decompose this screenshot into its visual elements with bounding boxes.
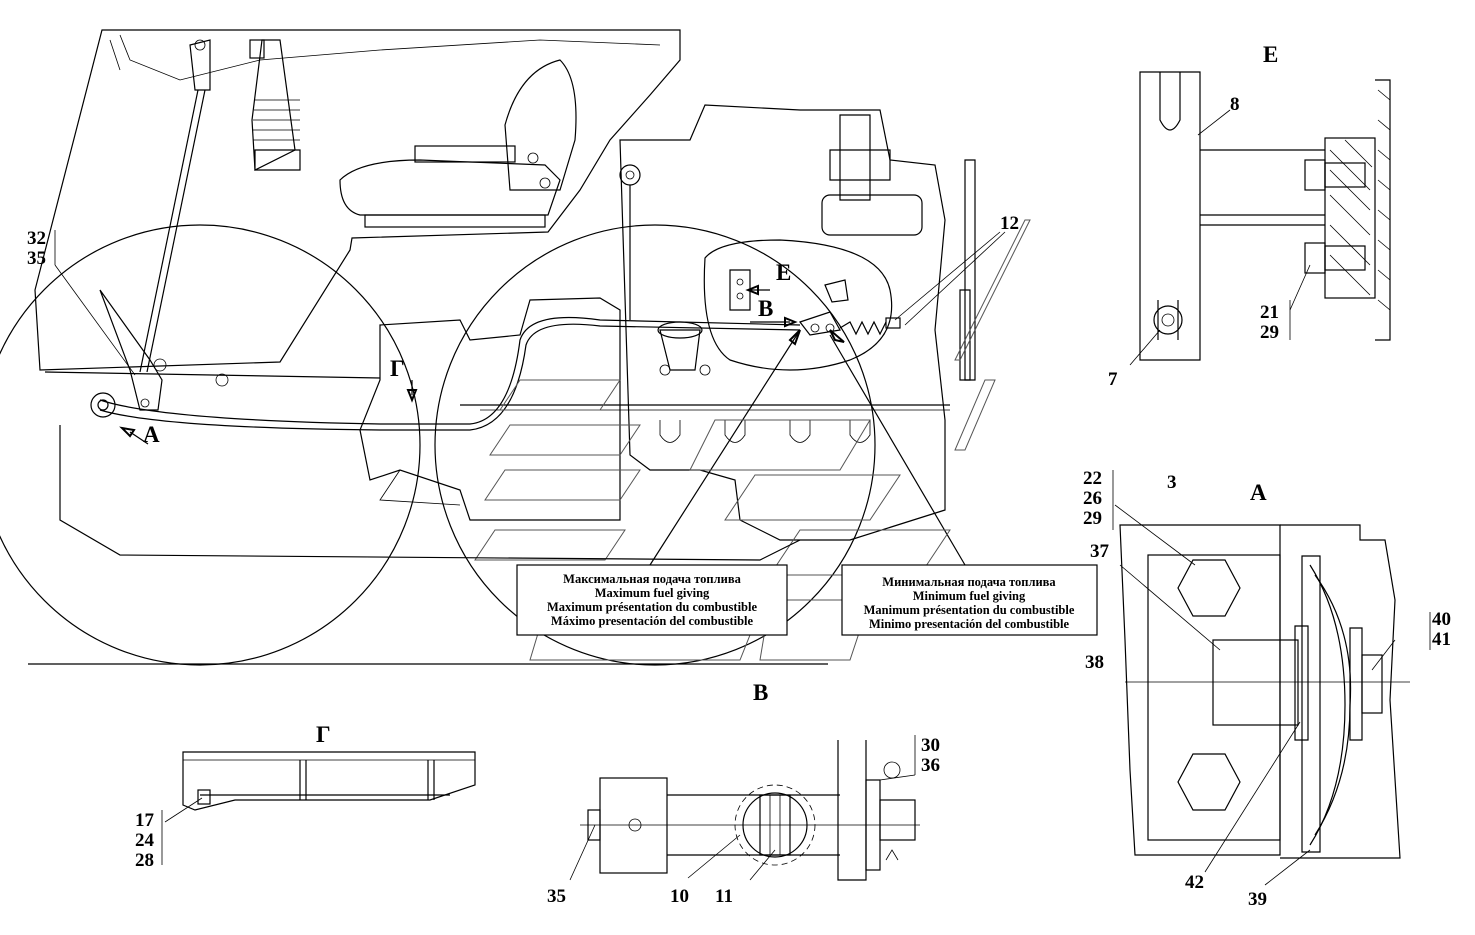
max-note-es: Máximo presentación del combustible bbox=[551, 614, 754, 628]
view-g-clamp bbox=[161, 751, 476, 865]
max-fuel-note: Максимальная подача топлива Maximum fuel… bbox=[516, 564, 788, 636]
label-36: 36 bbox=[921, 755, 940, 776]
label-39: 39 bbox=[1248, 889, 1267, 910]
transmission-housing bbox=[359, 297, 621, 521]
min-note-es: Minimo presentación del combustible bbox=[869, 617, 1070, 631]
label-3: 3 bbox=[1167, 472, 1177, 493]
main-view-arrow-e: Е bbox=[776, 260, 791, 285]
view-a-title: А bbox=[1250, 480, 1267, 505]
label-22: 22 bbox=[1083, 468, 1102, 489]
label-29-e: 29 bbox=[1260, 322, 1279, 343]
hand-throttle-lever bbox=[189, 39, 211, 91]
min-fuel-note: Минимальная подача топлива Minimum fuel … bbox=[841, 564, 1098, 636]
min-note-ru: Минимальная подача топлива bbox=[882, 575, 1056, 589]
label-7: 7 bbox=[1108, 369, 1118, 390]
view-v-rod-assembly bbox=[569, 735, 920, 881]
view-g-title: Г bbox=[316, 722, 331, 747]
min-note-en: Minimum fuel giving bbox=[913, 589, 1026, 603]
label-8: 8 bbox=[1230, 94, 1240, 115]
max-note-fr: Maximum présentation du combustible bbox=[547, 600, 758, 614]
main-view-arrow-g: Г bbox=[390, 356, 405, 381]
main-view-arrow-v: В bbox=[758, 296, 773, 321]
label-21: 21 bbox=[1260, 302, 1279, 323]
label-28: 28 bbox=[135, 850, 154, 871]
label-11: 11 bbox=[715, 886, 733, 907]
rear-wheel bbox=[0, 224, 421, 666]
view-e-bracket bbox=[1129, 71, 1391, 366]
detail-callout-outline bbox=[703, 239, 893, 371]
view-v-title: В bbox=[753, 680, 768, 705]
label-42: 42 bbox=[1185, 872, 1204, 893]
gear-lever-boot bbox=[251, 39, 296, 171]
label-17: 17 bbox=[135, 810, 155, 831]
label-35-v: 35 bbox=[547, 886, 566, 907]
label-40: 40 bbox=[1432, 609, 1451, 630]
label-26: 26 bbox=[1083, 488, 1102, 509]
label-41: 41 bbox=[1432, 629, 1451, 650]
label-10: 10 bbox=[670, 886, 689, 907]
label-37: 37 bbox=[1090, 541, 1110, 562]
front-wheel bbox=[434, 224, 876, 666]
label-35: 35 bbox=[27, 248, 46, 269]
label-30: 30 bbox=[921, 735, 940, 756]
view-e-title: Е bbox=[1263, 42, 1278, 67]
label-38: 38 bbox=[1085, 652, 1104, 673]
max-note-en: Maximum fuel giving bbox=[595, 586, 710, 600]
label-32: 32 bbox=[27, 228, 46, 249]
label-12: 12 bbox=[1000, 213, 1019, 234]
min-note-fr: Manimum présentation du combustible bbox=[864, 603, 1075, 617]
seat bbox=[339, 159, 561, 216]
main-view-arrow-a: А bbox=[143, 422, 160, 447]
tractor-main-view bbox=[0, 29, 1031, 666]
label-29-a: 29 bbox=[1083, 508, 1102, 529]
cab-outline bbox=[34, 29, 681, 371]
label-24: 24 bbox=[135, 830, 155, 851]
view-a-pulley-assembly bbox=[1112, 470, 1431, 886]
max-note-ru: Максимальная подача топлива bbox=[563, 572, 741, 586]
